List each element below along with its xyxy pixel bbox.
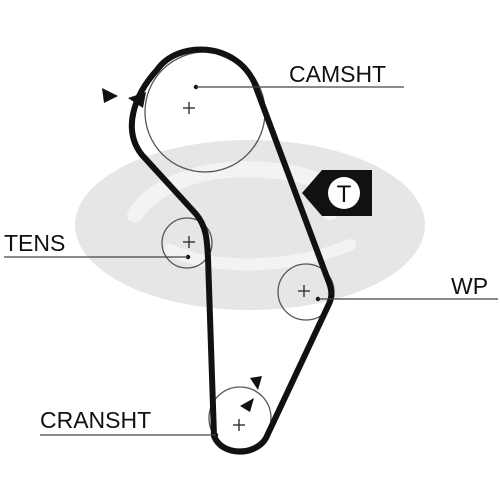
label-crankshaft: CRANSHT <box>40 407 151 433</box>
plus-icon-water-pump <box>298 285 310 297</box>
label-water-pump: WP <box>451 273 488 299</box>
watermark-logo <box>75 140 425 310</box>
rotation-arrow-icon-camshaft <box>102 88 146 108</box>
timing-belt <box>128 46 335 455</box>
plus-icon-tensioner <box>183 236 195 248</box>
label-tensioner: TENS <box>4 230 65 256</box>
tensioner-marker-icon: T <box>302 170 372 216</box>
plus-icon-crankshaft <box>233 419 245 431</box>
plus-icon-camshaft <box>183 102 195 114</box>
tensioner-marker-label: T <box>337 181 352 208</box>
rotation-arrow-icon-crankshaft <box>240 376 262 412</box>
pulley-tensioner <box>161 217 213 269</box>
label-camshaft: CAMSHT <box>289 61 386 87</box>
